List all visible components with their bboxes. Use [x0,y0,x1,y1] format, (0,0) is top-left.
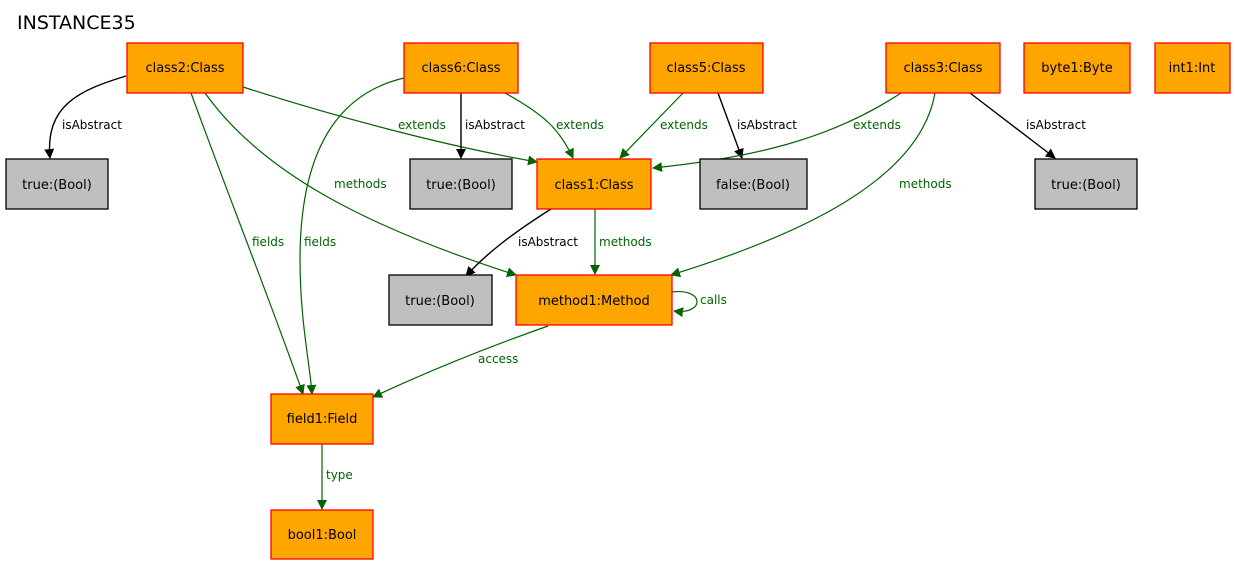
node-label: field1:Field [287,412,358,427]
node-box [5,158,109,210]
node-label: class2:Class [145,61,224,76]
edge-class5-isabstract: isAbstract [717,92,797,159]
node-label: class6:Class [421,61,500,76]
node-label: true:(Bool) [1051,178,1121,193]
edge-label: isAbstract [737,118,797,132]
edge-label: isAbstract [62,118,122,132]
node-box [515,274,673,326]
diagram-title: INSTANCE35 [17,12,136,34]
node-label: class1:Class [554,178,633,193]
edge-line [242,86,538,166]
edge-class2-extends: extends [242,86,538,166]
node-class5[interactable]: class5:Class [649,42,764,94]
edge-label: access [478,352,518,366]
edge-line [717,92,744,159]
edge-line [969,92,1056,159]
node-box [403,42,519,94]
edge-label: methods [599,235,652,249]
node-class3[interactable]: class3:Class [885,42,1001,94]
node-true-a[interactable]: true:(Bool) [5,158,109,210]
node-box [1034,158,1138,210]
node-box [536,158,652,210]
edge-class6-extends: extends [504,92,604,159]
edge-class2-isabstract: isAbstract [44,75,127,159]
edge-method1-access: access [372,325,549,398]
node-label: true:(Bool) [405,294,475,309]
node-box [270,509,374,560]
node-true-b[interactable]: true:(Bool) [409,158,513,210]
edge-line [299,77,405,395]
edge-line [670,92,936,278]
node-label: true:(Bool) [426,178,496,193]
edge-class3-extends: extends [652,92,902,173]
edge-label: methods [899,177,952,191]
edge-label: calls [700,293,727,307]
edges: isAbstract extends methods fields isAbst… [44,75,1086,510]
edge-method1-calls: calls [671,291,727,318]
node-true-d[interactable]: true:(Bool) [1034,158,1138,210]
edge-class1-isabstract: isAbstract [465,208,578,277]
node-false-a[interactable]: false:(Bool) [699,158,808,210]
node-byte1[interactable]: byte1:Byte [1023,42,1131,94]
node-label: true:(Bool) [22,178,92,193]
edge-label: isAbstract [465,118,525,132]
edge-field1-type: type [317,444,353,510]
node-label: false:(Bool) [716,178,790,193]
node-class2[interactable]: class2:Class [126,42,244,94]
node-box [388,274,493,326]
node-bool1[interactable]: bool1:Bool [270,509,374,560]
node-class1[interactable]: class1:Class [536,158,652,210]
edge-class6-fields: fields [299,77,405,395]
node-label: method1:Method [538,294,650,309]
edge-label: type [326,468,353,482]
edge-label: fields [304,235,336,249]
edge-label: isAbstract [1026,118,1086,132]
edge-class6-isabstract: isAbstract [456,93,525,159]
node-box [885,42,1001,94]
edge-line [671,291,698,318]
node-field1[interactable]: field1:Field [270,393,374,445]
edge-label: extends [853,118,901,132]
edge-label: methods [334,177,387,191]
edge-label: extends [556,118,604,132]
edge-line [504,92,574,159]
node-box [699,158,808,210]
node-label: class3:Class [903,61,982,76]
node-class6[interactable]: class6:Class [403,42,519,94]
edge-label: isAbstract [518,235,578,249]
node-box [649,42,764,94]
node-box [270,393,374,445]
edge-line [652,92,902,173]
node-box [409,158,513,210]
edge-class3-methods: methods [670,92,952,278]
node-method1[interactable]: method1:Method [515,274,673,326]
node-box [126,42,244,94]
node-label: byte1:Byte [1041,61,1112,76]
edge-class3-isabstract: isAbstract [969,92,1086,159]
edge-line [465,208,552,277]
edge-line [44,75,127,159]
edge-class2-methods: methods [204,92,517,278]
node-box [1154,42,1231,94]
edge-label: fields [252,235,284,249]
edge-line [204,92,517,278]
edge-class1-methods: methods [590,209,652,275]
node-int1[interactable]: int1:Int [1154,42,1231,94]
edge-line [619,92,684,159]
edge-class2-fields: fields [190,92,305,395]
node-label: class5:Class [666,61,745,76]
edge-class5-extends: extends [619,92,708,159]
node-true-c[interactable]: true:(Bool) [388,274,493,326]
node-label: int1:Int [1169,61,1216,76]
edge-label: extends [398,118,446,132]
node-box [1023,42,1131,94]
edge-line [190,92,305,395]
nodes: class2:Class class6:Class class5:Class c… [5,42,1231,560]
node-label: bool1:Bool [288,528,357,543]
edge-label: extends [660,118,708,132]
edge-line [372,325,549,398]
